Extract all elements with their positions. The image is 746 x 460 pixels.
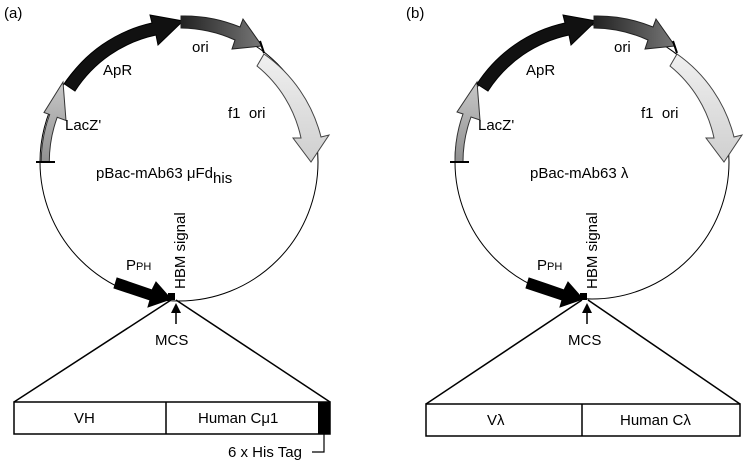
human-cmu1-segment-label: Human Cμ1 bbox=[198, 410, 278, 427]
apr-label: ApR bbox=[103, 62, 132, 79]
panel-b: (b) ApR ori f1 ori LacZ' pBac-mAb63 λ PP… bbox=[406, 5, 744, 437]
vh-segment-label: VH bbox=[74, 410, 95, 427]
promoter-label: PPH bbox=[126, 257, 151, 274]
panel-a: (a) ApR ori f1 ori LacZ' pBac-mAb63 μFdh… bbox=[4, 5, 331, 460]
insert-bar bbox=[425, 403, 741, 437]
promoter-arrow bbox=[525, 277, 584, 308]
panel-label: (b) bbox=[406, 5, 424, 22]
his-tag-label: 6 x His Tag bbox=[228, 444, 302, 460]
plasmid-name: pBac-mAb63 μFdhis bbox=[96, 165, 232, 187]
his-tag-block bbox=[318, 402, 330, 434]
f1-ori-label: f1 ori bbox=[228, 105, 266, 122]
promoter-label: PPH bbox=[537, 257, 562, 274]
ori-end-tick bbox=[259, 40, 265, 54]
f1-ori-arrow bbox=[669, 53, 744, 163]
hbm-signal-box bbox=[580, 293, 587, 300]
expansion-line-left bbox=[425, 299, 583, 405]
his-tag-callout-line bbox=[312, 434, 325, 453]
plasmid-name-subscript: his bbox=[213, 170, 232, 187]
ori-label: ori bbox=[192, 39, 209, 56]
promoter-arrow bbox=[113, 277, 172, 308]
expansion-line-right bbox=[587, 299, 741, 405]
v-lambda-segment-label: Vλ bbox=[487, 412, 505, 429]
promoter-subscript: PH bbox=[136, 261, 151, 273]
human-c-lambda-segment-label: Human Cλ bbox=[620, 412, 691, 429]
hbm-signal-box bbox=[168, 293, 175, 300]
mcs-arrowhead bbox=[171, 303, 181, 313]
expansion-line-left bbox=[13, 299, 172, 403]
expansion-line-right bbox=[175, 299, 331, 403]
hbm-signal-label: HBM signal bbox=[172, 212, 189, 289]
lacz-label: LacZ' bbox=[478, 117, 514, 134]
mcs-label: MCS bbox=[155, 332, 188, 349]
lacz-label: LacZ' bbox=[65, 117, 101, 134]
lacz-arrow bbox=[454, 80, 481, 163]
plasmid-name: pBac-mAb63 λ bbox=[530, 165, 629, 182]
mcs-arrowhead bbox=[582, 303, 592, 313]
ori-label: ori bbox=[614, 39, 631, 56]
ori-end-tick bbox=[672, 40, 678, 54]
panel-label: (a) bbox=[4, 5, 22, 22]
hbm-signal-label: HBM signal bbox=[584, 212, 601, 289]
apr-label: ApR bbox=[526, 62, 555, 79]
ori-arrow bbox=[593, 15, 676, 50]
apr-arrow bbox=[476, 14, 598, 92]
mcs-label: MCS bbox=[568, 332, 601, 349]
lacz-arrow bbox=[40, 80, 67, 163]
insert-bar bbox=[13, 401, 331, 435]
f1-ori-label: f1 ori bbox=[641, 105, 679, 122]
apr-arrow bbox=[63, 14, 185, 92]
promoter-subscript: PH bbox=[547, 261, 562, 273]
f1-ori-arrow bbox=[256, 53, 331, 163]
